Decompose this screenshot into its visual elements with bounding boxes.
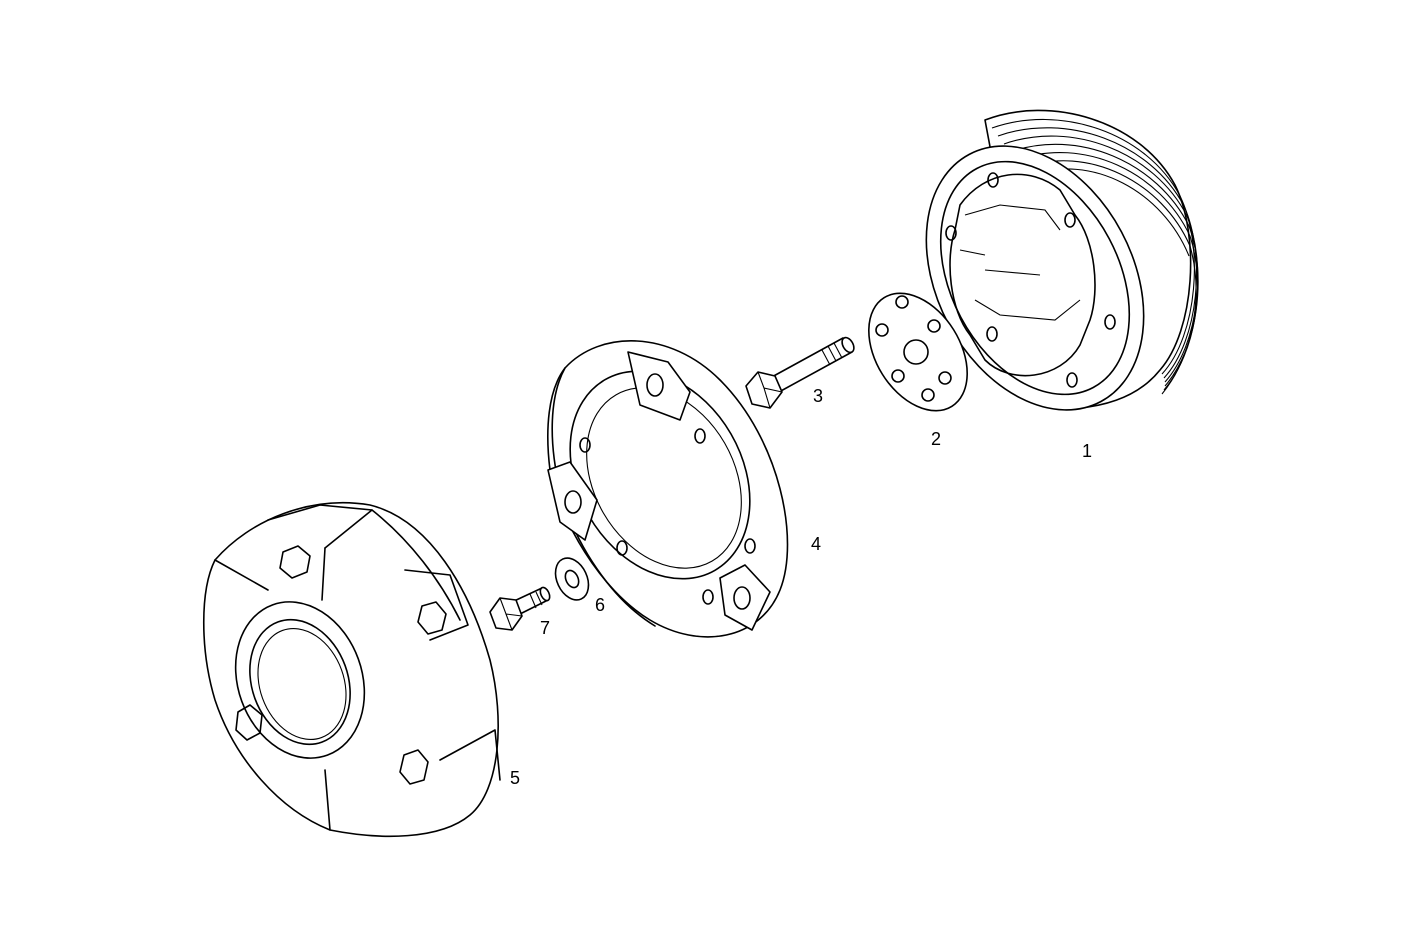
washer-part-6 [554,557,590,601]
label-part-5: 5 [510,768,520,788]
flange-ring-part-4 [547,340,789,638]
label-part-4: 4 [811,534,821,554]
label-part-7: 7 [540,618,550,638]
short-bolt-part-7 [489,586,551,631]
label-part-1: 1 [1082,441,1092,461]
bolt-part-3 [745,336,855,409]
spacer-disc-part-2 [868,292,968,412]
elastic-coupling-part-5 [203,501,501,838]
label-part-3: 3 [813,386,823,406]
label-part-6: 6 [595,595,605,615]
label-part-2: 2 [931,429,941,449]
